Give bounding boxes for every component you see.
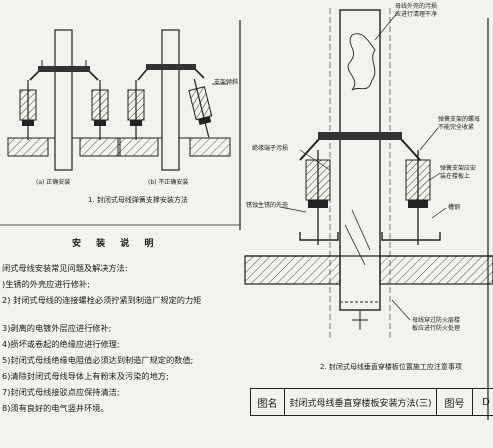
label-incorrect: (b) 不正确安装 (148, 179, 189, 186)
spring-left-right-fig (305, 150, 331, 245)
instruction-line-8: 8)须有良好的电气竖井环境。 (2, 403, 109, 413)
callout-top-1: 母线外壳的污损 (395, 3, 438, 10)
callout-spring-2: 装在楼板上 (440, 173, 471, 180)
busway-housing (339, 9, 381, 311)
spring-right-right-fig (405, 150, 431, 245)
title-name-label: 图名 (251, 389, 285, 415)
instruction-line-4: 4)损坏或卷起的绝缘应进行修理; (2, 339, 120, 349)
callout-fire-2: 板应进行防火处理 (412, 325, 461, 332)
instruction-line-7: 7)封闭式母线接驳点应保持清洁; (2, 387, 120, 397)
right-figure-caption: 2. 封闭式母线垂直穿楼板位置施工应注意事项 (320, 363, 462, 371)
callout-spring-tilt: 支架倾斜 (214, 79, 239, 86)
callout-insulator: 绝缘端子污损 (252, 145, 289, 152)
callout-bolt-1: 弹簧支架的螺母 (438, 116, 481, 123)
label-correct: (a) 正确安装 (36, 179, 71, 186)
figure-a-correct (7, 29, 121, 171)
floor-slab-left (244, 255, 341, 285)
instruction-line-0: 闭式母线安装常见问题及解决方法: (2, 263, 128, 273)
callout-bolt-2: 不能完全收紧 (438, 124, 475, 131)
left-figure-caption: 1. 封闭式母线弹簧支撑安装方法 (88, 196, 188, 204)
instructions-title: 安 装 说 明 (72, 239, 160, 249)
title-number-label: 图号 (437, 389, 473, 415)
spring-left-a (19, 80, 37, 140)
instruction-line-5: 5)封闭式母线绝缘电阻值必须达到制造厂规定的数值; (2, 355, 194, 365)
title-name-value: 封闭式母线垂直穿楼板安装方法(三) (285, 389, 437, 415)
floor-slab-right (379, 255, 493, 285)
callout-spring-1: 弹簧支架应安 (440, 165, 477, 172)
figure-b-incorrect (117, 29, 231, 171)
title-block: 图名 封闭式母线垂直穿楼板安装方法(三) 图号 D (250, 388, 493, 416)
callout-rust: 锈蚀生锈的外壳 (246, 202, 289, 209)
stain-mark (347, 33, 376, 91)
instruction-line-2: 2) 封闭式母线的连接螺栓必须拧紧到制造厂规定的力矩 (2, 295, 202, 305)
callout-fire-1: 母线穿过防火层楼 (412, 317, 461, 324)
callout-top-2: 应进行清理干净 (395, 11, 438, 18)
instruction-line-3: 3)剥离的电镀外层应进行修补; (2, 323, 112, 333)
spring-left-b (127, 80, 145, 140)
spring-right-a (91, 80, 109, 140)
instruction-line-1: )生锈的外壳应进行修补; (2, 279, 90, 289)
spring-right-b-tilted (188, 78, 213, 138)
instruction-line-6: 6)清除封闭式母线导体上有粉末及污染的地方; (2, 371, 169, 381)
figure-vertical-busway (244, 8, 493, 340)
callout-steel: 槽钢 (448, 204, 461, 211)
support-bracket (318, 132, 402, 140)
title-number-value: D (482, 396, 490, 408)
